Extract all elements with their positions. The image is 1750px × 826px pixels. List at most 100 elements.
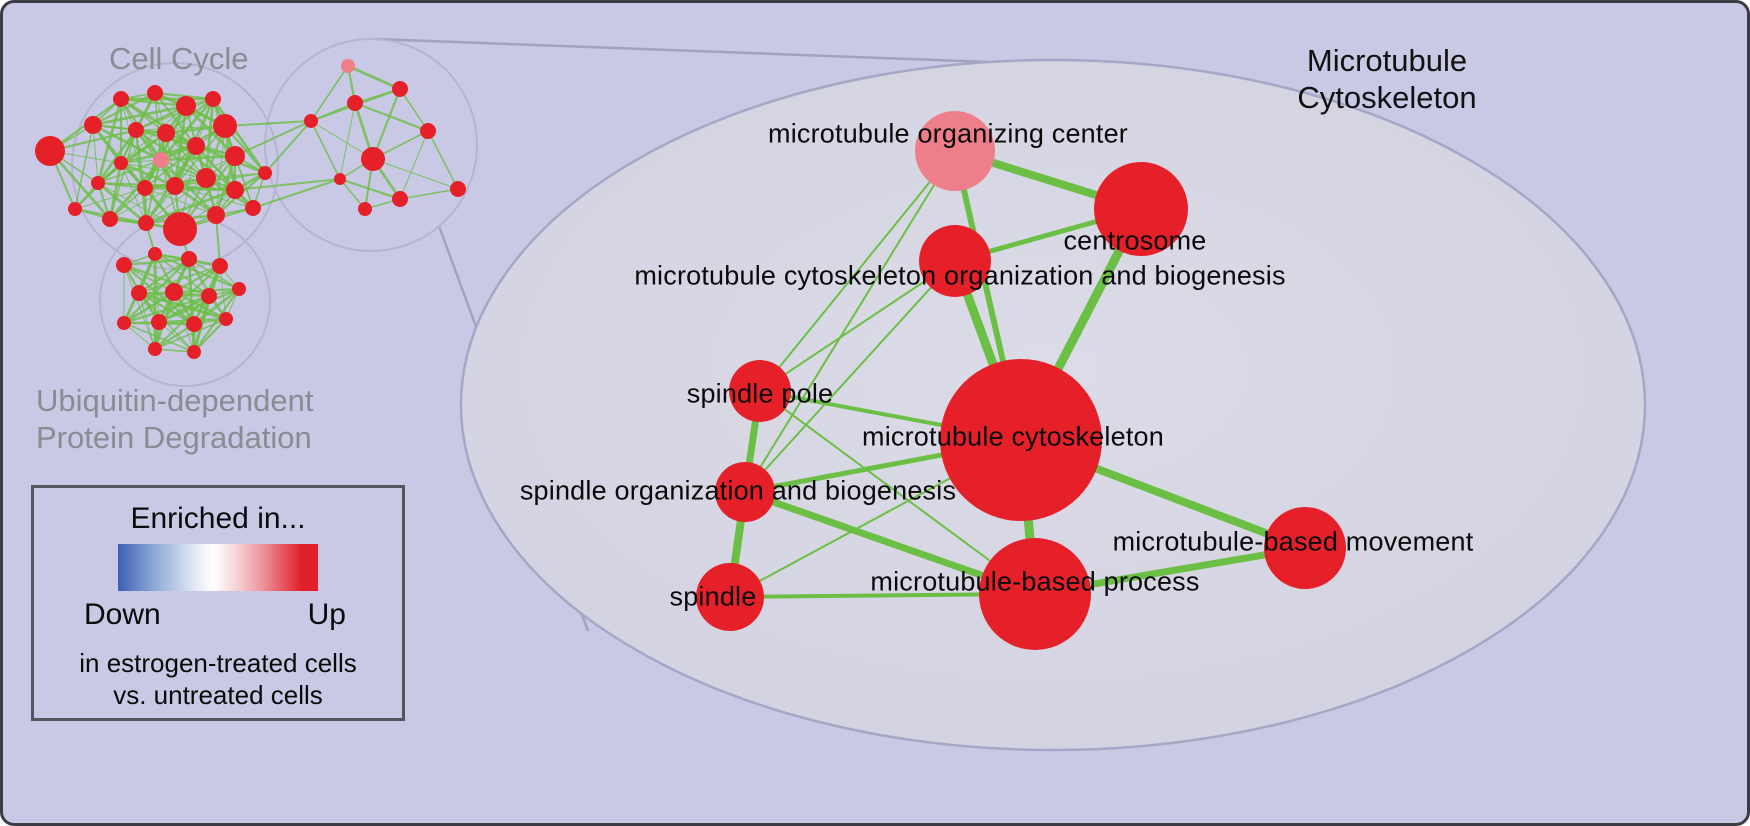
overview-edge — [399, 130, 429, 200]
overview-node — [341, 59, 355, 73]
overview-node — [207, 206, 225, 224]
overview-node — [392, 191, 408, 207]
cluster-circle-microtubule — [264, 38, 478, 252]
node-mcob — [919, 225, 991, 297]
overview-edge — [204, 98, 215, 179]
overview-node — [361, 147, 385, 171]
overview-edge — [97, 181, 147, 225]
overview-edge — [399, 88, 429, 132]
edge-mcob-sob — [744, 260, 956, 493]
overview-edge — [145, 177, 207, 224]
overview-edge — [120, 97, 197, 148]
node-spindle_pole — [729, 360, 791, 422]
overview-edge — [145, 188, 236, 225]
overview-edge — [120, 162, 147, 224]
overview-node — [117, 316, 131, 330]
overview-node — [128, 122, 144, 138]
overview-node — [147, 85, 163, 101]
main-network — [696, 111, 1346, 650]
overview-node — [212, 258, 228, 274]
overview-node — [420, 123, 436, 139]
overview-edge — [154, 91, 214, 101]
overview-edge — [108, 159, 163, 220]
overview-edge — [193, 287, 240, 326]
overview-node — [258, 166, 272, 180]
overview-edge — [138, 292, 156, 350]
edge-moc-spindle_pole — [759, 150, 956, 392]
overview-node — [166, 177, 184, 195]
overview-edge — [96, 98, 123, 184]
overview-node — [84, 116, 102, 134]
overview-edge — [123, 294, 210, 325]
overview-edge — [188, 258, 240, 290]
overview-node — [205, 91, 221, 107]
overview-node — [245, 200, 261, 216]
overview-node — [157, 124, 175, 142]
overview-node — [165, 283, 183, 301]
overview-edge — [310, 65, 349, 122]
overview-edge — [123, 290, 175, 325]
overview-cross-edge — [264, 120, 312, 174]
overview-node — [68, 202, 82, 216]
overview-node — [213, 114, 237, 138]
overview-edge — [399, 188, 459, 200]
overview-node — [358, 202, 372, 216]
overview-edge — [354, 101, 429, 133]
overview-edge — [339, 102, 356, 180]
node-mbm — [1264, 507, 1346, 589]
overview-edge — [138, 258, 190, 294]
network-canvas — [35, 37, 1647, 752]
overview-node — [176, 96, 196, 116]
overview-edge — [310, 120, 341, 180]
overview-edge — [120, 162, 207, 179]
overview-edge — [109, 185, 176, 220]
overview-node — [450, 181, 466, 197]
overview-edge — [165, 98, 214, 134]
overview-node — [116, 257, 132, 273]
overview-edge — [96, 129, 138, 184]
overview-node — [181, 251, 197, 267]
overview-node — [35, 136, 65, 166]
zoom-callout-line — [374, 37, 989, 64]
overview-edge — [339, 177, 401, 201]
overview-node — [225, 146, 245, 166]
overview-edge — [372, 158, 459, 190]
overview-node — [138, 215, 154, 231]
edge-spindle_pole-mbp — [759, 390, 1036, 595]
overview-edge — [193, 318, 227, 353]
overview-node — [196, 168, 216, 188]
overview-edge — [123, 257, 190, 267]
overview-node — [347, 95, 363, 111]
overview-node — [226, 181, 244, 199]
overview-edge — [135, 98, 214, 131]
overview-edge — [174, 125, 226, 187]
overview-cross-edge — [252, 178, 341, 209]
node-moc — [915, 111, 995, 191]
overview-node — [113, 91, 129, 107]
overview-edge — [310, 120, 374, 160]
overview-edge — [123, 322, 195, 353]
overview-edge — [92, 104, 187, 127]
overview-node — [187, 345, 201, 359]
overview-edge — [347, 64, 401, 91]
overview-node — [153, 152, 169, 168]
overview-node — [201, 288, 217, 304]
overview-edge — [123, 264, 175, 293]
overview-node — [148, 342, 162, 356]
overview-edge — [154, 318, 227, 350]
overview-edge — [215, 125, 226, 216]
overview-node — [187, 137, 205, 155]
overview-edge — [144, 187, 217, 216]
node-centrosome — [1094, 162, 1188, 256]
overview-node — [91, 176, 105, 190]
overview-node — [304, 114, 318, 128]
overview-edge — [74, 187, 146, 210]
overview-node — [148, 247, 162, 261]
overview-edge — [144, 145, 197, 189]
overview-edge — [138, 265, 221, 294]
overview-edge — [158, 287, 240, 324]
overview-edge — [174, 172, 266, 187]
overview-edge — [371, 88, 402, 160]
node-sob — [715, 462, 775, 522]
